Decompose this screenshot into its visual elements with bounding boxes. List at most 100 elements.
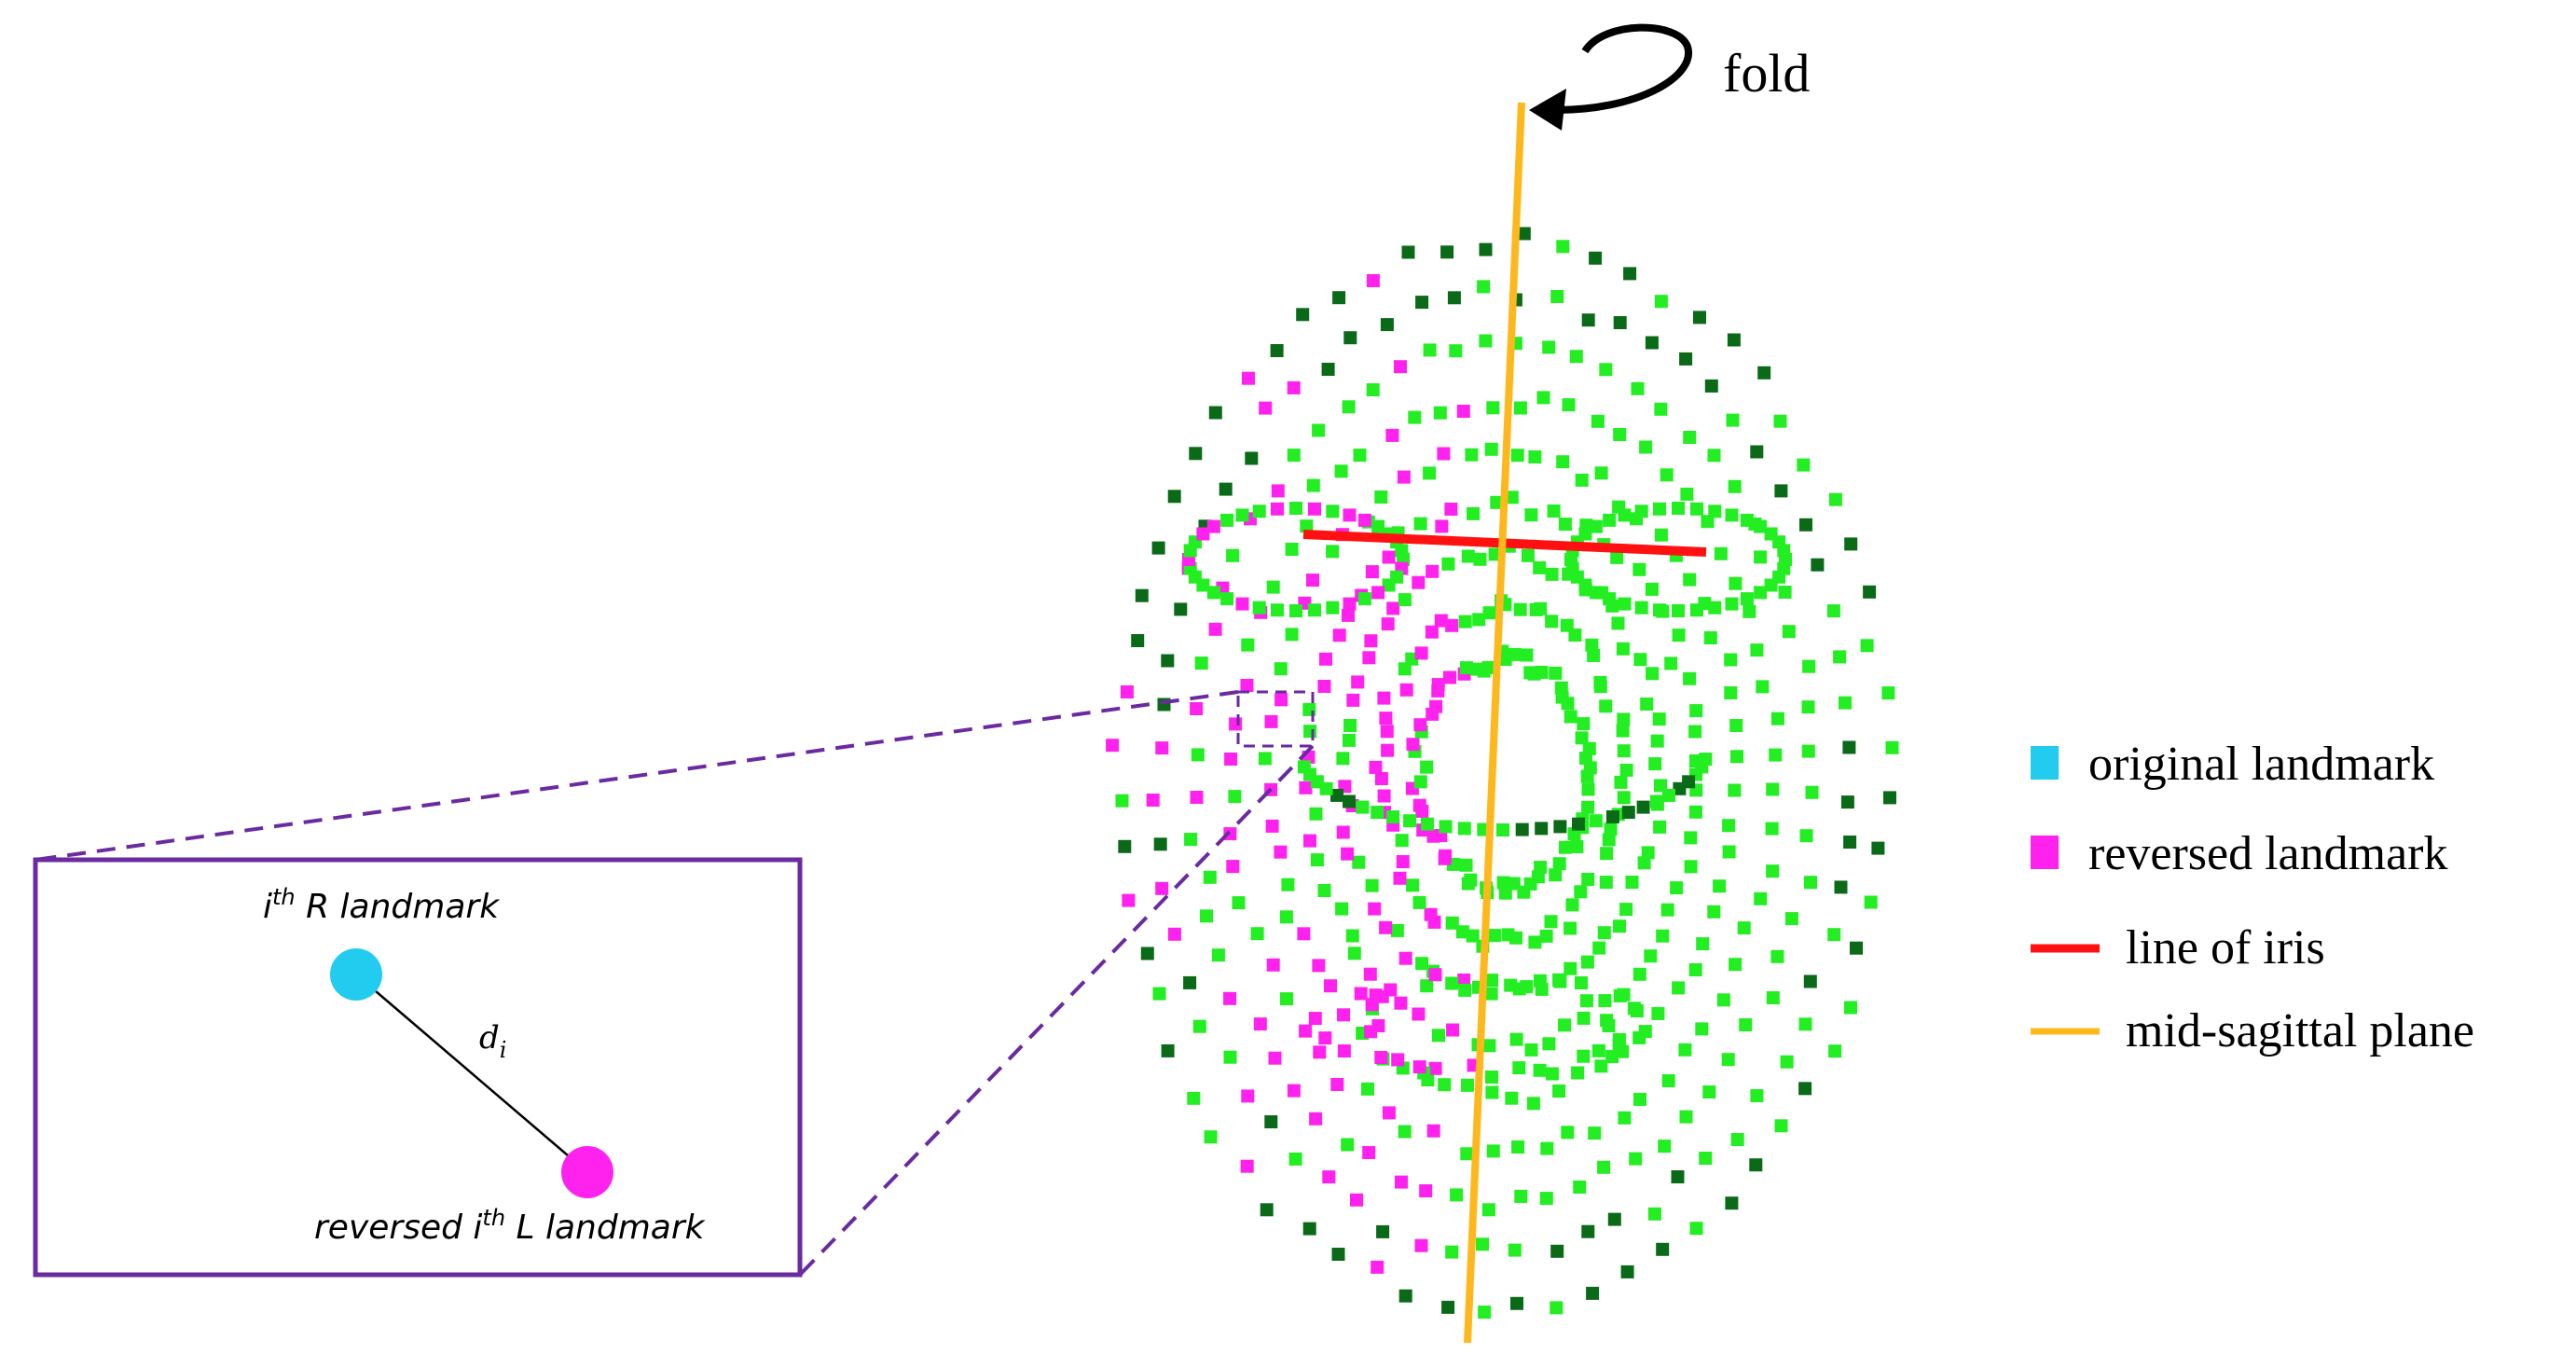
landmark-point xyxy=(1306,573,1319,587)
landmark-point xyxy=(1513,401,1527,415)
landmark-point xyxy=(1534,601,1548,615)
landmark-point xyxy=(1839,696,1852,710)
landmark-point xyxy=(1297,927,1311,941)
legend-label-reversed: reversed landmark xyxy=(2088,827,2447,880)
landmark-point xyxy=(1645,582,1659,596)
landmark-point xyxy=(1536,391,1550,405)
landmark-point xyxy=(1552,857,1566,871)
landmark-point xyxy=(1740,513,1754,527)
landmark-point xyxy=(1740,592,1754,606)
landmark-point xyxy=(1549,666,1563,680)
landmark-point xyxy=(1445,1245,1459,1259)
landmark-point xyxy=(1514,1189,1528,1203)
landmark-point xyxy=(1672,502,1685,515)
landmark-point xyxy=(1774,1119,1788,1133)
landmark-point xyxy=(1517,885,1531,899)
landmark-point xyxy=(1544,915,1558,929)
landmark-point xyxy=(1385,428,1399,442)
landmark-point xyxy=(1524,508,1538,522)
r-landmark-label: ith R landmark xyxy=(263,884,501,926)
landmark-point xyxy=(1883,791,1896,805)
landmark-point xyxy=(1613,428,1627,441)
landmark-point xyxy=(1619,903,1633,917)
landmark-point xyxy=(1250,927,1264,941)
landmark-point xyxy=(1366,274,1380,287)
landmark-point xyxy=(1617,791,1631,805)
legend-label-sagittal: mid-sagittal plane xyxy=(2126,1004,2474,1057)
landmark-point xyxy=(1750,445,1764,459)
landmark-point xyxy=(1297,760,1311,774)
landmark-point xyxy=(1152,987,1166,1001)
landmark-point xyxy=(1155,741,1169,755)
landmark-point xyxy=(1631,381,1645,395)
landmark-point xyxy=(1326,601,1340,615)
distance-label: di xyxy=(479,1019,506,1063)
landmark-point xyxy=(1412,575,1426,589)
landmark-point xyxy=(1754,519,1768,533)
landmark-point xyxy=(1553,820,1567,834)
landmark-point xyxy=(1713,879,1727,893)
landmark-point xyxy=(1223,991,1237,1005)
landmark-point xyxy=(1521,548,1535,562)
landmark-point xyxy=(1191,748,1205,762)
landmark-point xyxy=(1505,491,1519,504)
landmark-point xyxy=(1774,484,1788,498)
landmark-point xyxy=(1435,519,1449,533)
legend-label-original: original landmark xyxy=(2088,738,2434,791)
landmark-point xyxy=(1688,805,1702,819)
landmark-point xyxy=(1264,714,1278,728)
landmark-point xyxy=(1423,466,1437,480)
landmark-point xyxy=(1393,871,1407,885)
landmark-point xyxy=(1204,1130,1218,1144)
landmark-point xyxy=(1413,517,1427,531)
legend-marker-reversed xyxy=(2031,836,2059,869)
landmark-point xyxy=(1564,710,1577,724)
landmark-point xyxy=(1223,1050,1237,1064)
landmark-point xyxy=(1413,718,1427,732)
landmark-point xyxy=(1589,586,1603,600)
landmark-point xyxy=(1678,1043,1692,1057)
landmark-point xyxy=(1564,921,1577,935)
landmark-point xyxy=(1441,557,1455,571)
landmark-point xyxy=(1650,734,1664,748)
landmark-point xyxy=(1656,929,1670,943)
landmark-point xyxy=(1644,949,1658,963)
landmark-point xyxy=(1343,331,1357,345)
landmark-point xyxy=(1394,996,1408,1010)
landmark-point xyxy=(1356,800,1370,814)
landmark-point xyxy=(1724,686,1738,699)
landmark-point xyxy=(1303,834,1316,848)
landmark-point xyxy=(1488,929,1501,943)
landmark-point xyxy=(1602,833,1616,847)
landmark-point xyxy=(1664,656,1678,670)
landmark-point xyxy=(1220,513,1234,527)
landmark-point xyxy=(1415,957,1429,971)
landmark-point xyxy=(1660,903,1674,917)
landmark-point xyxy=(1486,1144,1500,1158)
landmark-point xyxy=(1264,1115,1278,1128)
landmark-point xyxy=(1672,604,1685,617)
landmark-point xyxy=(1382,550,1396,564)
landmark-point xyxy=(1280,992,1293,1006)
landmark-point xyxy=(1428,1061,1442,1075)
landmark-point xyxy=(1232,896,1246,910)
landmark-point xyxy=(1437,447,1451,461)
landmark-point xyxy=(1607,1212,1621,1226)
landmark-point xyxy=(1406,878,1420,892)
landmark-point xyxy=(1634,601,1648,615)
landmark-point xyxy=(1561,697,1575,711)
landmark-point xyxy=(1704,379,1718,393)
landmark-point xyxy=(1553,974,1567,988)
landmark-point xyxy=(1613,988,1627,1002)
landmark-point xyxy=(1754,891,1768,905)
landmark-point xyxy=(1620,1264,1634,1278)
landmark-point xyxy=(1302,1222,1316,1236)
landmark-point xyxy=(1729,576,1743,590)
landmark-point xyxy=(1592,941,1606,955)
landmark-point xyxy=(1371,1260,1384,1274)
landmark-point xyxy=(1426,829,1440,843)
landmark-point xyxy=(1478,1306,1492,1320)
landmark-point xyxy=(1326,545,1340,559)
landmark-point xyxy=(1724,653,1738,667)
landmark-point xyxy=(1798,1082,1812,1096)
